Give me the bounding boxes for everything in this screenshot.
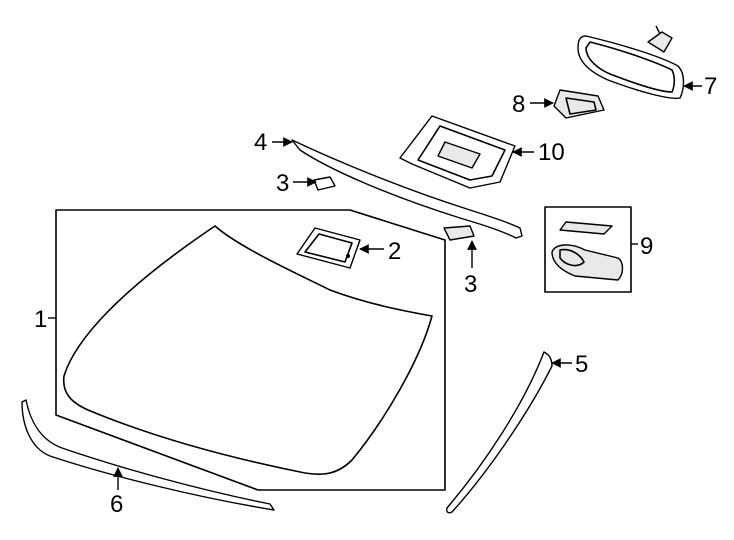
clip-right bbox=[443, 225, 475, 241]
overhead-console bbox=[399, 115, 516, 189]
callout-6: 6 bbox=[110, 467, 123, 518]
callout-label: 3 bbox=[464, 271, 477, 298]
callout-label: 5 bbox=[575, 351, 588, 378]
windshield-glass bbox=[62, 225, 433, 476]
callout-label: 4 bbox=[254, 129, 267, 156]
side-seal bbox=[446, 351, 553, 514]
callout-1: 1 bbox=[34, 306, 56, 333]
upper-molding bbox=[291, 139, 523, 239]
callout-5: 5 bbox=[551, 351, 588, 378]
mirror-mount bbox=[553, 89, 605, 119]
callout-8: 8 bbox=[512, 91, 554, 118]
callout-label: 6 bbox=[110, 491, 123, 518]
camera-group-box bbox=[544, 206, 632, 293]
callout-3-left: 3 bbox=[276, 170, 317, 197]
callout-3-right: 3 bbox=[464, 240, 477, 298]
callout-2: 2 bbox=[359, 238, 401, 265]
callout-label: 2 bbox=[388, 238, 401, 265]
camera-unit bbox=[551, 244, 624, 281]
lower-seal bbox=[21, 399, 275, 511]
rearview-mirror bbox=[577, 25, 685, 100]
callout-label: 10 bbox=[538, 139, 565, 166]
sensor-bracket bbox=[296, 227, 361, 269]
windshield-group-box bbox=[55, 209, 446, 491]
callout-9: 9 bbox=[631, 233, 653, 260]
callout-label: 1 bbox=[34, 306, 47, 333]
camera-cover bbox=[559, 221, 613, 235]
callout-label: 9 bbox=[640, 233, 653, 260]
clip-left bbox=[313, 176, 336, 191]
callout-label: 7 bbox=[704, 73, 717, 100]
callout-7: 7 bbox=[683, 73, 717, 100]
callout-label: 8 bbox=[512, 91, 525, 118]
callout-label: 3 bbox=[276, 170, 289, 197]
callout-4: 4 bbox=[254, 129, 293, 156]
callout-10: 10 bbox=[512, 139, 565, 166]
